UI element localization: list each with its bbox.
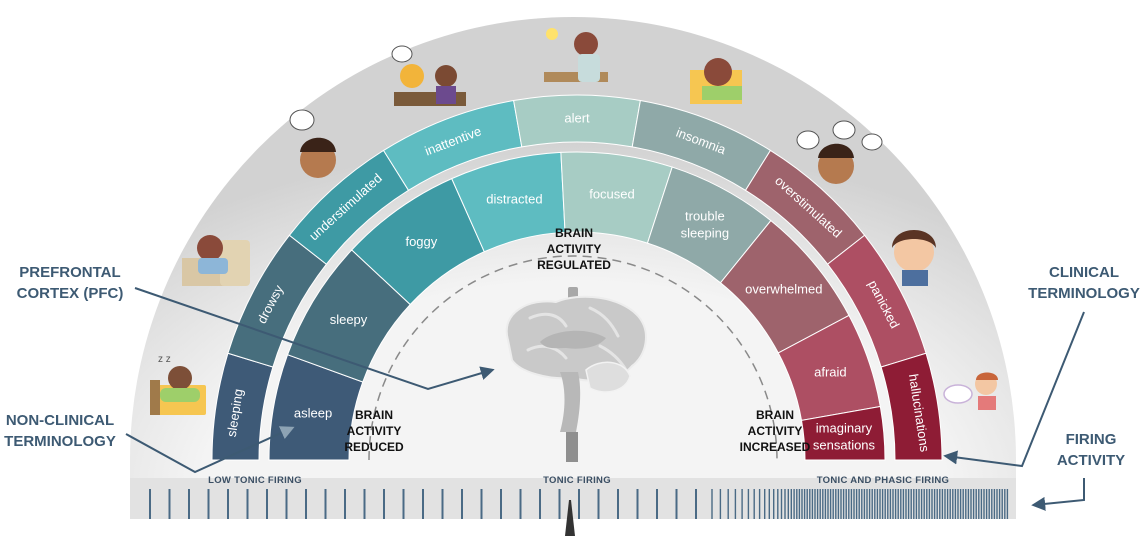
non-clinical-label-overwhelmed: overwhelmed <box>745 282 822 297</box>
svg-text:REGULATED: REGULATED <box>537 258 611 272</box>
non-clinical-pointer-arrow <box>125 426 295 474</box>
svg-text:TERMINOLOGY: TERMINOLOGY <box>4 433 116 450</box>
svg-text:ACTIVITY: ACTIVITY <box>748 424 803 438</box>
svg-text:BRAIN: BRAIN <box>355 408 393 422</box>
non-clinical-terminology-band: asleep sleepy foggy distracted focused troubl… <box>268 151 886 461</box>
firing-activity-callout: FIRING ACTIVITY <box>1031 431 1125 511</box>
hallucinating-child-illustration <box>943 372 998 410</box>
sleeping-child-illustration: z z <box>150 354 206 415</box>
overstimulated-boy-illustration <box>796 120 883 184</box>
brain-illustration <box>505 287 647 462</box>
non-clinical-label-distracted: distracted <box>486 191 542 206</box>
firing-pointer-arrow <box>1031 478 1085 511</box>
clinical-pointer-arrow <box>943 311 1085 468</box>
svg-text:CLINICAL: CLINICAL <box>1049 264 1119 281</box>
inattentive-children-illustration <box>391 45 466 106</box>
svg-text:INCREASED: INCREASED <box>740 440 811 454</box>
svg-text:CORTEX (PFC): CORTEX (PFC) <box>17 285 124 302</box>
brain-activity-increased-label: BRAIN ACTIVITY INCREASED <box>740 408 811 454</box>
panicked-girl-illustration <box>892 230 936 286</box>
pfc-pointer-arrow <box>134 287 495 391</box>
non-clinical-label-foggy: foggy <box>405 234 437 249</box>
non-clinical-label-focused: focused <box>589 186 635 201</box>
brain-activity-reduced-label: BRAIN ACTIVITY REDUCED <box>344 408 404 454</box>
svg-text:ACTIVITY: ACTIVITY <box>347 424 402 438</box>
svg-text:FIRING: FIRING <box>1066 431 1117 448</box>
svg-text:BRAIN: BRAIN <box>756 408 794 422</box>
firing-scale-strip <box>130 478 1016 519</box>
low-tonic-firing-label: Low Tonic Firing <box>208 475 302 486</box>
non-clinical-terminology-callout: NON-CLINICAL TERMINOLOGY <box>4 412 295 474</box>
non-clinical-label-afraid: afraid <box>814 365 847 380</box>
understimulated-boy-illustration <box>289 109 336 178</box>
focused-child-illustration <box>544 28 608 82</box>
svg-text:ACTIVITY: ACTIVITY <box>1057 452 1125 469</box>
tonic-firing-marker <box>565 500 575 536</box>
tonic-and-phasic-firing-label: Tonic and Phasic Firing <box>817 475 950 486</box>
clinical-label-alert: alert <box>564 111 590 126</box>
firing-activity-ticks <box>149 489 1009 519</box>
clinical-label-sleeping: sleeping <box>224 388 246 438</box>
non-clinical-label-asleep: asleep <box>294 405 332 420</box>
clinical-segment-hallucinations <box>880 352 943 461</box>
drowsy-child-illustration <box>182 235 250 286</box>
svg-text:PREFRONTAL: PREFRONTAL <box>19 264 120 281</box>
clinical-terminology-band: sleepingdrowsyunderstimulatedinattentive… <box>211 94 943 461</box>
svg-text:BRAIN: BRAIN <box>555 226 593 240</box>
brain-activity-regulated-label: BRAIN ACTIVITY REGULATED <box>537 226 611 272</box>
insomnia-child-illustration <box>690 58 742 104</box>
regulation-dashed-arc <box>368 255 778 461</box>
non-clinical-label-sleepy: sleepy <box>330 312 368 327</box>
svg-text:z z: z z <box>158 354 171 365</box>
svg-text:ACTIVITY: ACTIVITY <box>547 242 602 256</box>
prefrontal-cortex-callout: PREFRONTAL CORTEX (PFC) <box>17 264 495 391</box>
svg-text:TERMINOLOGY: TERMINOLOGY <box>1028 285 1140 302</box>
non-clinical-segment-imaginary-sensations <box>800 405 886 461</box>
svg-text:REDUCED: REDUCED <box>344 440 404 454</box>
svg-text:NON-CLINICAL: NON-CLINICAL <box>6 412 114 429</box>
tonic-firing-label: Tonic Firing <box>543 475 611 486</box>
clinical-terminology-callout: CLINICAL TERMINOLOGY <box>943 264 1140 468</box>
